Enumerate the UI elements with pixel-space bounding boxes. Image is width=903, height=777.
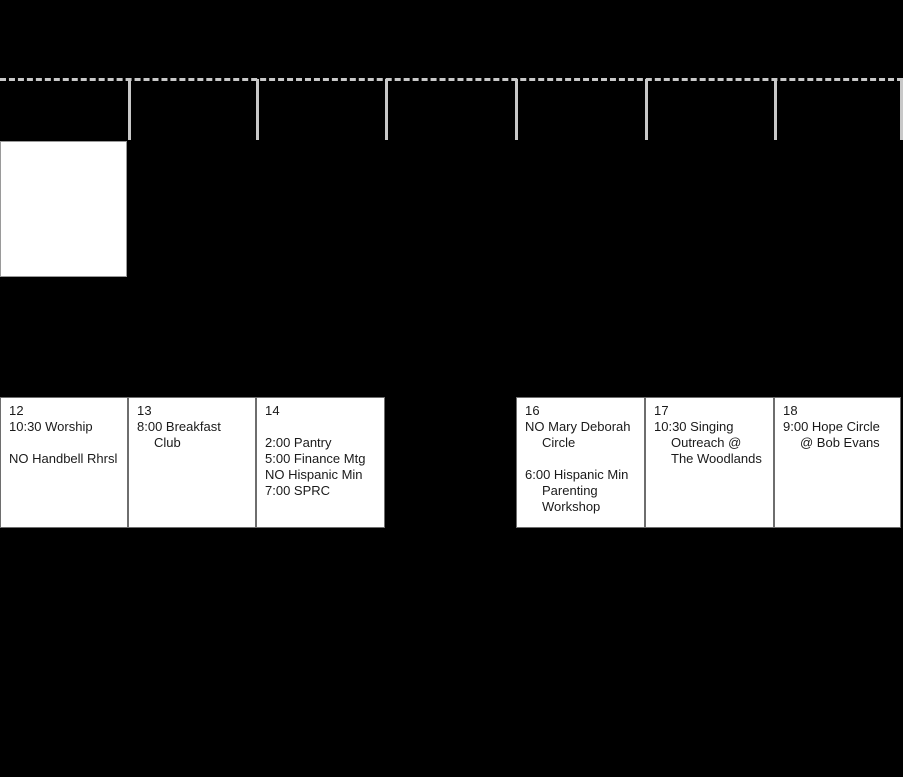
header-divider-4 xyxy=(645,79,648,140)
event-item[interactable]: NO Mary Deborah Circle xyxy=(525,419,631,450)
event-list: 10:30 Worship NO Handbell Rhrsl xyxy=(9,419,121,467)
header-divider-0 xyxy=(128,79,131,140)
day-number: 17 xyxy=(654,403,669,418)
event-item[interactable]: 6:00 Hispanic Min Parenting Workshop xyxy=(525,467,629,514)
event-item[interactable]: 8:00 Breakfast Club xyxy=(137,419,221,450)
event-item[interactable]: 2:00 Pantry xyxy=(265,435,332,450)
event-item[interactable]: NO Hispanic Min xyxy=(265,467,363,482)
day-number: 12 xyxy=(9,403,24,418)
day-number: 16 xyxy=(525,403,540,418)
event-item[interactable]: 5:00 Finance Mtg xyxy=(265,451,366,466)
header-divider-2 xyxy=(385,79,388,140)
header-divider-3 xyxy=(515,79,518,140)
event-item[interactable]: NO Handbell Rhrsl xyxy=(9,451,118,466)
event-list: 10:30 Singing Outreach @ The Woodlands xyxy=(654,419,767,467)
calendar-header-band xyxy=(0,78,903,140)
header-divider-1 xyxy=(256,79,259,140)
day-number: 13 xyxy=(137,403,152,418)
header-dashed-rule xyxy=(0,78,903,81)
day-number: 18 xyxy=(783,403,798,418)
event-list: 8:00 Breakfast Club xyxy=(137,419,249,451)
day-cell-empty xyxy=(385,397,516,528)
event-spacer xyxy=(9,435,121,451)
event-item[interactable]: 7:00 SPRC xyxy=(265,483,331,498)
event-item[interactable]: 9:00 Hope Circle @ Bob Evans xyxy=(783,419,880,450)
blank-day-cell[interactable] xyxy=(0,141,127,277)
event-spacer xyxy=(525,451,638,467)
event-list: 9:00 Hope Circle @ Bob Evans xyxy=(783,419,894,451)
day-number: 14 xyxy=(265,403,280,418)
event-item[interactable]: 10:30 Singing Outreach @ The Woodlands xyxy=(654,419,762,466)
header-divider-5 xyxy=(774,79,777,140)
event-spacer xyxy=(265,419,378,435)
header-divider-6 xyxy=(900,79,903,140)
event-item[interactable]: 10:30 Worship xyxy=(9,419,93,434)
event-list: NO Mary Deborah Circle 6:00 Hispanic Min … xyxy=(525,419,638,515)
